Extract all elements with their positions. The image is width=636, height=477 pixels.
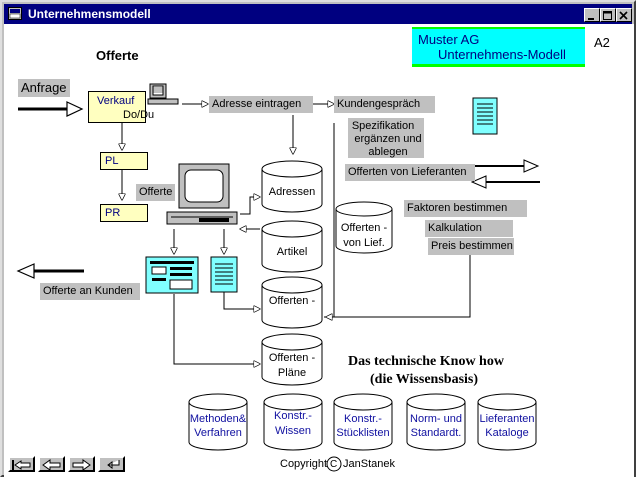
db-adressen-label: Adressen bbox=[268, 186, 316, 198]
terminal-icon bbox=[166, 163, 238, 225]
spezifikation-line-1: Spezifikation bbox=[351, 120, 415, 132]
next-page-icon bbox=[72, 459, 91, 471]
db-offerten-plaene-label-2: Pläne bbox=[277, 367, 307, 379]
diagram-connectors bbox=[16, 83, 540, 472]
copyright-author: JanStanek bbox=[343, 458, 395, 470]
db-offerten-lief-label-1: Offerten - bbox=[340, 222, 388, 234]
previous-page-icon bbox=[42, 459, 61, 471]
previous-page-button[interactable] bbox=[38, 456, 65, 472]
pr-box[interactable]: PR bbox=[100, 204, 148, 222]
offerte-an-kunden-label: Offerte an Kunden bbox=[40, 283, 140, 300]
copyright-symbol: C bbox=[330, 459, 338, 470]
window-title: Unternehmensmodell bbox=[28, 7, 151, 21]
db-offerten-shape bbox=[261, 276, 323, 329]
copyright-prefix: Copyright bbox=[280, 458, 328, 470]
kb-konstr-wissen-1: Konstr.- bbox=[274, 410, 312, 422]
header-box bbox=[412, 27, 585, 67]
faktoren-label[interactable]: Faktoren bestimmen bbox=[404, 200, 527, 217]
kb-norm-2: Standardt. bbox=[410, 427, 462, 439]
db-offerten-label: Offerten - bbox=[268, 295, 316, 307]
pl-box[interactable]: PL bbox=[100, 152, 148, 170]
pc-icon bbox=[147, 83, 179, 105]
document-icon bbox=[210, 256, 238, 293]
maximize-button[interactable] bbox=[600, 8, 616, 22]
spezifikation-box[interactable] bbox=[348, 118, 424, 158]
offerte-side-label: Offerte bbox=[136, 184, 176, 201]
verkauf-box[interactable]: Verkauf Do/Du bbox=[88, 91, 154, 123]
app-icon bbox=[8, 7, 22, 20]
adresse-eintragen-label[interactable]: Adresse eintragen bbox=[209, 96, 313, 113]
offerten-lieferanten-label[interactable]: Offerten von Lieferanten bbox=[345, 164, 475, 181]
form-icon bbox=[145, 256, 199, 294]
close-button[interactable] bbox=[616, 8, 632, 22]
db-artikel-label: Artikel bbox=[276, 246, 308, 258]
db-offerten-lief-shape bbox=[335, 201, 393, 254]
kb-methoden-2: Verfahren bbox=[194, 427, 242, 439]
page-code: A2 bbox=[594, 35, 610, 50]
offerte-title: Offerte bbox=[96, 48, 139, 63]
db-offerten-plaene-label-1: Offerten - bbox=[268, 352, 316, 364]
kb-stuecklisten-2: Stücklisten bbox=[336, 427, 390, 439]
header-company: Muster AG bbox=[418, 32, 480, 47]
title-bar[interactable]: Unternehmensmodell bbox=[4, 4, 632, 24]
kb-lieferanten-1: Lieferanten bbox=[479, 413, 535, 425]
db-offerten-lief-label-2: von Lief. bbox=[343, 237, 385, 249]
spezifikation-line-3: ablegen bbox=[368, 146, 408, 158]
next-page-button[interactable] bbox=[68, 456, 95, 472]
db-artikel-shape bbox=[261, 220, 323, 273]
header-model: Unternehmens-Modell bbox=[438, 47, 566, 62]
minimize-button[interactable] bbox=[584, 8, 600, 22]
knowhow-subtitle: (die Wissensbasis) bbox=[370, 372, 479, 387]
minimize-icon bbox=[588, 18, 594, 20]
kb-methoden-1: Methoden& bbox=[189, 413, 247, 425]
pl-label: PL bbox=[105, 155, 119, 167]
pr-label: PR bbox=[105, 207, 121, 219]
first-page-button[interactable] bbox=[8, 456, 35, 472]
maximize-icon bbox=[603, 11, 612, 20]
preis-label[interactable]: Preis bestimmen bbox=[428, 238, 514, 255]
kb-konstr-wissen-2: Wissen bbox=[274, 425, 312, 437]
knowhow-title: Das technische Know how bbox=[348, 354, 504, 369]
close-icon bbox=[619, 11, 628, 20]
kb-norm-1: Norm- und bbox=[410, 413, 462, 425]
kalkulation-label[interactable]: Kalkulation bbox=[425, 220, 513, 237]
diagram-canvas: Muster AG Unternehmens-Modell A2 Offerte… bbox=[4, 24, 634, 477]
kb-lieferanten-2: Kataloge bbox=[485, 427, 529, 439]
db-adressen-shape bbox=[261, 160, 323, 213]
kb-stuecklisten-1: Konstr.- bbox=[344, 413, 382, 425]
return-icon bbox=[107, 460, 120, 469]
db-offerten-plaene-shape bbox=[261, 333, 323, 386]
verkauf-label: Verkauf bbox=[97, 95, 135, 107]
spezifikation-line-2: ergänzen und bbox=[354, 133, 422, 145]
document-icon-spec bbox=[472, 97, 498, 135]
anfrage-label: Anfrage bbox=[18, 79, 70, 97]
kundengespraech-label[interactable]: Kundengespräch bbox=[334, 96, 435, 113]
dodu-label: Do/Du bbox=[123, 109, 155, 121]
first-page-icon bbox=[12, 460, 31, 470]
return-button[interactable] bbox=[98, 456, 125, 472]
